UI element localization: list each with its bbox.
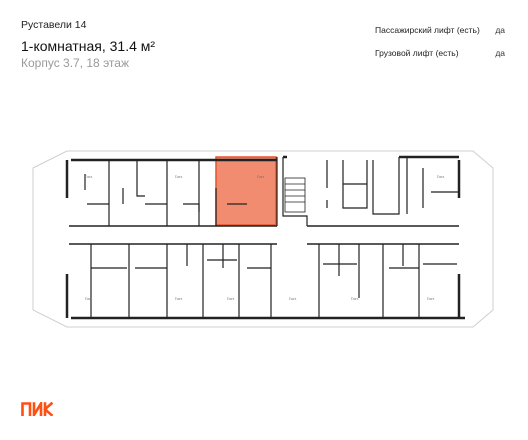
freight-lift-value: да <box>495 48 505 58</box>
room-labels: Гост. Гост. Гост. Гост. Гост. Гост. Гост… <box>85 175 445 301</box>
svg-text:Гост.: Гост. <box>227 297 235 301</box>
svg-text:Гост.: Гост. <box>85 297 93 301</box>
corridor-walls <box>69 225 459 245</box>
svg-text:Гост.: Гост. <box>289 297 297 301</box>
svg-text:Гост.: Гост. <box>437 175 445 179</box>
freight-lift-label: Грузовой лифт (есть) <box>375 48 459 58</box>
building-outline <box>32 150 494 328</box>
svg-text:Гост.: Гост. <box>257 175 265 179</box>
svg-text:Гост.: Гост. <box>351 297 359 301</box>
svg-text:Гост.: Гост. <box>427 297 435 301</box>
passenger-lift-label: Пассажирский лифт (есть) <box>375 25 480 35</box>
svg-text:Гост.: Гост. <box>175 175 183 179</box>
passenger-lift-value: да <box>495 25 505 35</box>
stairs <box>284 177 306 213</box>
top-partitions <box>84 157 459 226</box>
pik-logo[interactable] <box>21 402 53 416</box>
bottom-partitions <box>90 244 457 318</box>
outer-walls <box>65 155 465 320</box>
floor-plan: Гост. Гост. Гост. Гост. Гост. Гост. Гост… <box>32 150 494 328</box>
selected-apartment[interactable] <box>215 156 277 226</box>
apartment-title: 1-комнатная, 31.4 м² <box>21 38 156 54</box>
apartment-subtitle: Корпус 3.7, 18 этаж <box>21 56 129 70</box>
project-name: Руставели 14 <box>21 19 87 31</box>
svg-text:Гост.: Гост. <box>175 297 183 301</box>
svg-text:Гост.: Гост. <box>85 175 93 179</box>
